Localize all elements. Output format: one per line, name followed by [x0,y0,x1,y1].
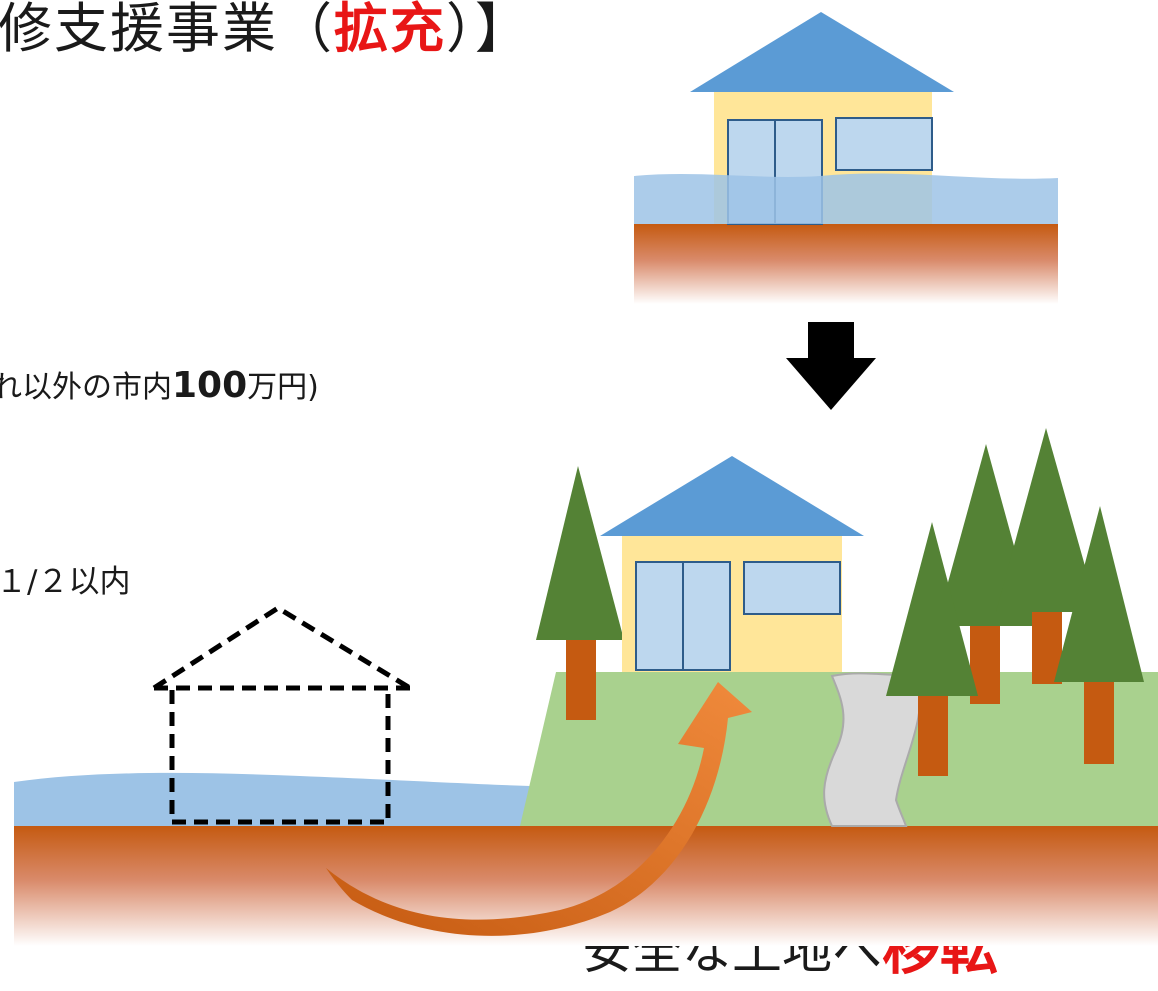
former-house-outline-icon [152,605,412,825]
new-house-roof [600,456,864,536]
top-house-roof [690,12,954,92]
bottom-ground [14,826,1158,946]
title-highlight: 拡充 [334,0,446,60]
flood-water [634,173,1058,224]
subsidy-amount-text: れ以外の市内100万円) [0,366,319,408]
relocation-arrow-icon [326,682,752,936]
tree-icon [536,466,624,720]
title-suffix: ）】 [446,0,531,60]
subsidy-prefix: れ以外の市内 [0,370,172,405]
title-prefix: 修支援事業（ [0,0,334,60]
flooded-house-icon [634,12,1058,304]
subsidy-suffix: 万円) [247,370,319,405]
tree-cluster [886,428,1144,776]
top-house-window [835,117,933,171]
river-water [14,772,530,826]
page-title: 修支援事業（拡充）】 [0,0,531,64]
new-house-window [743,561,841,615]
bottom-scene [14,428,1158,946]
down-arrow-icon [786,322,876,410]
subsidy-ratio-text: １/２以内 [0,564,131,600]
relocated-house-icon [600,456,864,672]
top-ground [634,224,1058,304]
subsidy-amount: 100 [172,365,248,406]
